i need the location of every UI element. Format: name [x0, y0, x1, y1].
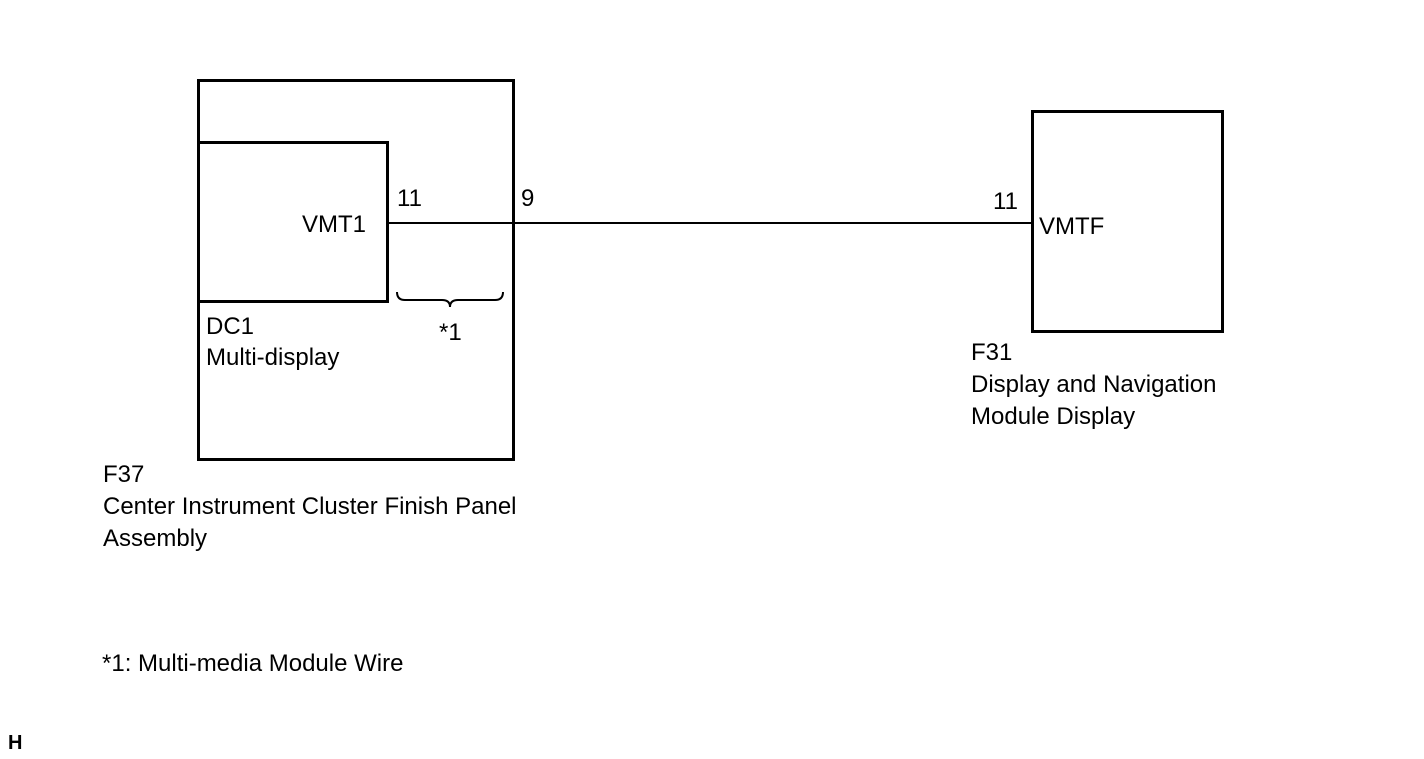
f37-pin-number: 9	[521, 185, 535, 212]
f37-connector-code: F37	[103, 461, 145, 488]
f31-module-box	[1031, 110, 1224, 333]
f31-connector-code: F31	[971, 339, 1013, 366]
dc1-terminal-name: VMT1	[302, 211, 367, 238]
f31-pin-number: 11	[993, 188, 1018, 215]
f31-terminal-name: VMTF	[1039, 213, 1105, 240]
f31-connector-name-line2: Module Display	[971, 403, 1136, 430]
dc1-connector-code: DC1	[206, 313, 255, 340]
corner-mark: H	[8, 732, 23, 754]
wire-marker-label: *1	[439, 319, 462, 346]
signal-wire	[389, 222, 1031, 224]
f37-connector-name-line2: Assembly	[103, 525, 208, 552]
footnote-text: *1: Multi-media Module Wire	[102, 650, 404, 677]
dc1-multi-display-box	[197, 141, 389, 303]
f31-connector-name-line1: Display and Navigation	[971, 371, 1217, 398]
dc1-connector-name: Multi-display	[206, 344, 340, 371]
wire-brace	[396, 291, 504, 308]
f37-connector-name-line1: Center Instrument Cluster Finish Panel	[103, 493, 517, 520]
dc1-pin-number: 11	[397, 185, 422, 212]
